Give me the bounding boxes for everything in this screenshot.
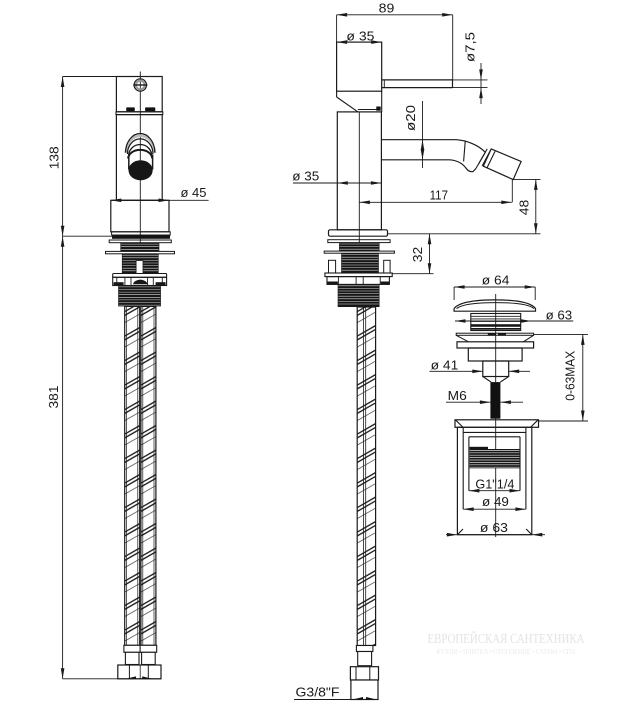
svg-text:ø 45: ø 45	[181, 186, 207, 200]
svg-text:ø7,5: ø7,5	[464, 32, 478, 62]
svg-text:G3/8"F: G3/8"F	[296, 685, 340, 699]
svg-text:ø 49: ø 49	[482, 495, 509, 509]
svg-text:ø 64: ø 64	[482, 274, 510, 288]
svg-text:381: 381	[47, 385, 61, 408]
svg-text:G1"1/4: G1"1/4	[475, 478, 514, 492]
svg-text:ЕВРОПЕЙСКАЯ САНТЕХНИКА: ЕВРОПЕЙСКАЯ САНТЕХНИКА	[428, 631, 585, 646]
svg-text:ø 63: ø 63	[480, 521, 508, 535]
svg-text:89: 89	[379, 2, 395, 16]
svg-text:ø 63: ø 63	[546, 308, 573, 322]
svg-text:ø20: ø20	[404, 105, 418, 131]
svg-text:0-63MAX: 0-63MAX	[563, 350, 577, 401]
svg-text:32: 32	[411, 247, 425, 263]
svg-text:ø 35: ø 35	[292, 170, 319, 184]
svg-text:M6: M6	[448, 389, 467, 403]
svg-text:117: 117	[430, 189, 448, 203]
svg-text:ø 41: ø 41	[431, 358, 459, 372]
svg-text:138: 138	[48, 146, 62, 169]
svg-text:КУХНИ • ПЛИТКА • ОТОПЛЕНИЕ • С: КУХНИ • ПЛИТКА • ОТОПЛЕНИЕ • САУНЫ • СПА	[437, 648, 576, 656]
svg-text:48: 48	[518, 200, 532, 216]
svg-text:ø 35: ø 35	[346, 30, 374, 44]
